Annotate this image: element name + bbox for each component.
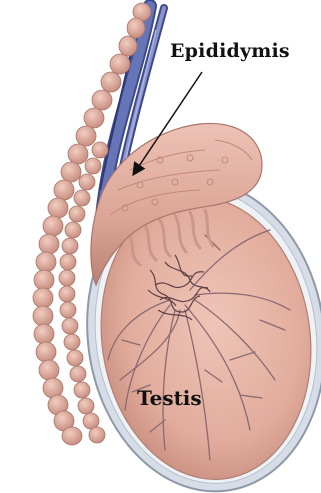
testis-label: Testis — [137, 386, 202, 410]
epididymis-label: Epididymis — [170, 40, 290, 62]
